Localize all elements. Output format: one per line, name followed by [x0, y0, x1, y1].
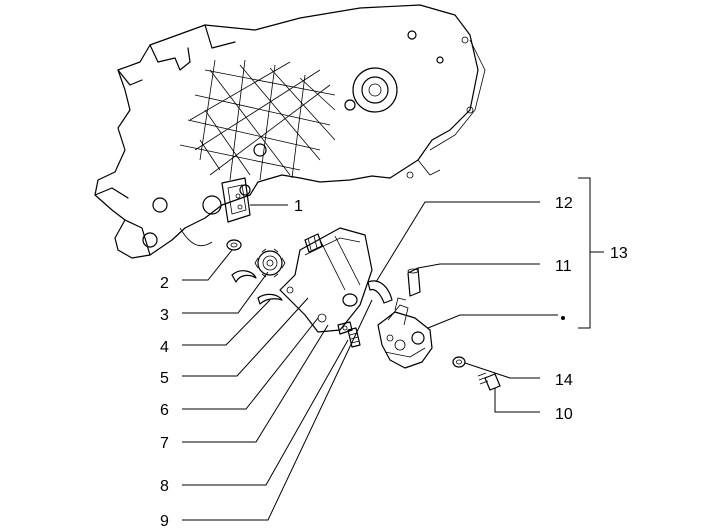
- callout-11: 11: [555, 258, 572, 275]
- leader-4: [182, 299, 271, 346]
- part-1-plate: [221, 177, 251, 223]
- callout-3: 3: [160, 307, 169, 324]
- leader-12: [375, 201, 540, 283]
- callout-2: 2: [160, 275, 169, 292]
- part-14-washer: [452, 356, 466, 368]
- callout-labels: 1 2 3 4 5 6 7 8 9 10 11 12 13 14: [160, 195, 628, 530]
- callout-8: 8: [160, 478, 169, 495]
- callout-4: 4: [160, 339, 169, 356]
- callout-13: 13: [610, 245, 628, 262]
- callout-1: 1: [294, 198, 303, 215]
- callout-9: 9: [160, 513, 169, 530]
- callout-6: 6: [160, 402, 169, 419]
- callout-5: 5: [160, 370, 169, 387]
- part-8-screw: [337, 321, 361, 348]
- leader-8: [182, 339, 349, 486]
- leader-11: [417, 263, 540, 269]
- leader-13-pump: [427, 314, 558, 329]
- part-12-hose: [367, 280, 393, 304]
- leader-6: [182, 317, 319, 410]
- callout-12: 12: [555, 195, 573, 212]
- part-4-shim: [231, 270, 283, 305]
- callout-7: 7: [160, 435, 169, 452]
- leader-13-dot: [561, 316, 565, 320]
- oil-pump: [377, 297, 433, 369]
- part-3-gear: [254, 248, 286, 278]
- leader-7: [182, 324, 329, 443]
- part-2-washer: [226, 239, 242, 251]
- leader-14: [464, 362, 540, 379]
- leader-lines: [182, 177, 604, 521]
- part-11-hose: [407, 267, 421, 297]
- leader-3: [182, 271, 269, 314]
- leader-2: [182, 249, 233, 281]
- part-10-bolt: [477, 372, 501, 391]
- crankcase: [94, 4, 486, 259]
- leader-10: [494, 388, 540, 413]
- leader-5: [182, 297, 309, 377]
- pump-cover: [279, 227, 373, 333]
- callout-14: 14: [555, 372, 573, 389]
- bracket-13: [578, 177, 591, 329]
- callout-10: 10: [555, 406, 573, 423]
- leader-9: [182, 299, 373, 521]
